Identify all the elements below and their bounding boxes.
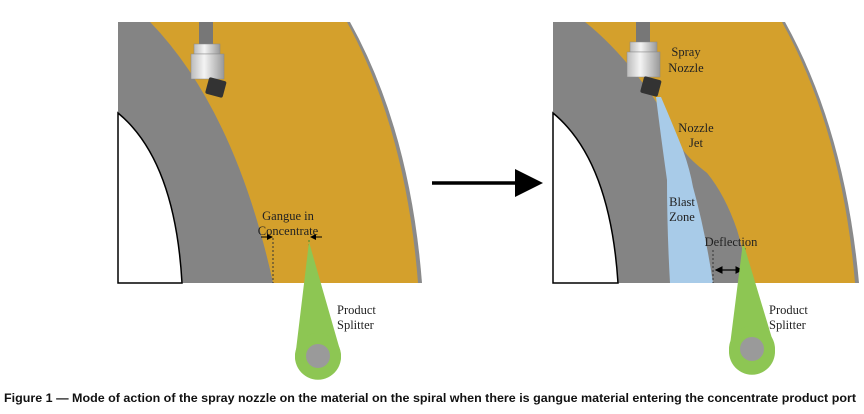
blast-zone-label-line1: Blast [669,195,695,209]
product-splitter-icon [729,242,776,375]
spiral-inner-void [117,111,183,284]
figure-caption: Figure 1 — Mode of action of the spray n… [4,393,856,405]
spiral-inner-void [552,111,619,284]
blast-zone-label-line2: Zone [669,210,695,224]
nozzle-jet-blast-zone [656,97,713,283]
nozzle-jet-label-line2: Jet [689,136,703,150]
splitter-label-line2: Splitter [337,318,375,332]
gangue-label-line2: Concentrate [258,224,319,238]
spray-nozzle-icon [626,22,662,97]
spray-nozzle-label-line1: Spray [671,45,701,59]
left-panel: Gangue in Concentrate Product Splitter [117,22,422,380]
spray-nozzle-label-line2: Nozzle [668,61,704,75]
gangue-label-line1: Gangue in [262,209,314,223]
splitter-label-line2: Splitter [769,318,807,332]
product-splitter-icon [295,242,341,380]
right-panel: Spray Nozzle Nozzle Jet Blast Zone Defle… [552,22,859,375]
splitter-label-line1: Product [769,303,808,317]
deflection-label: Deflection [705,235,759,249]
nozzle-jet-label-line1: Nozzle [678,121,714,135]
spray-nozzle-icon [190,22,227,98]
splitter-label-line1: Product [337,303,376,317]
